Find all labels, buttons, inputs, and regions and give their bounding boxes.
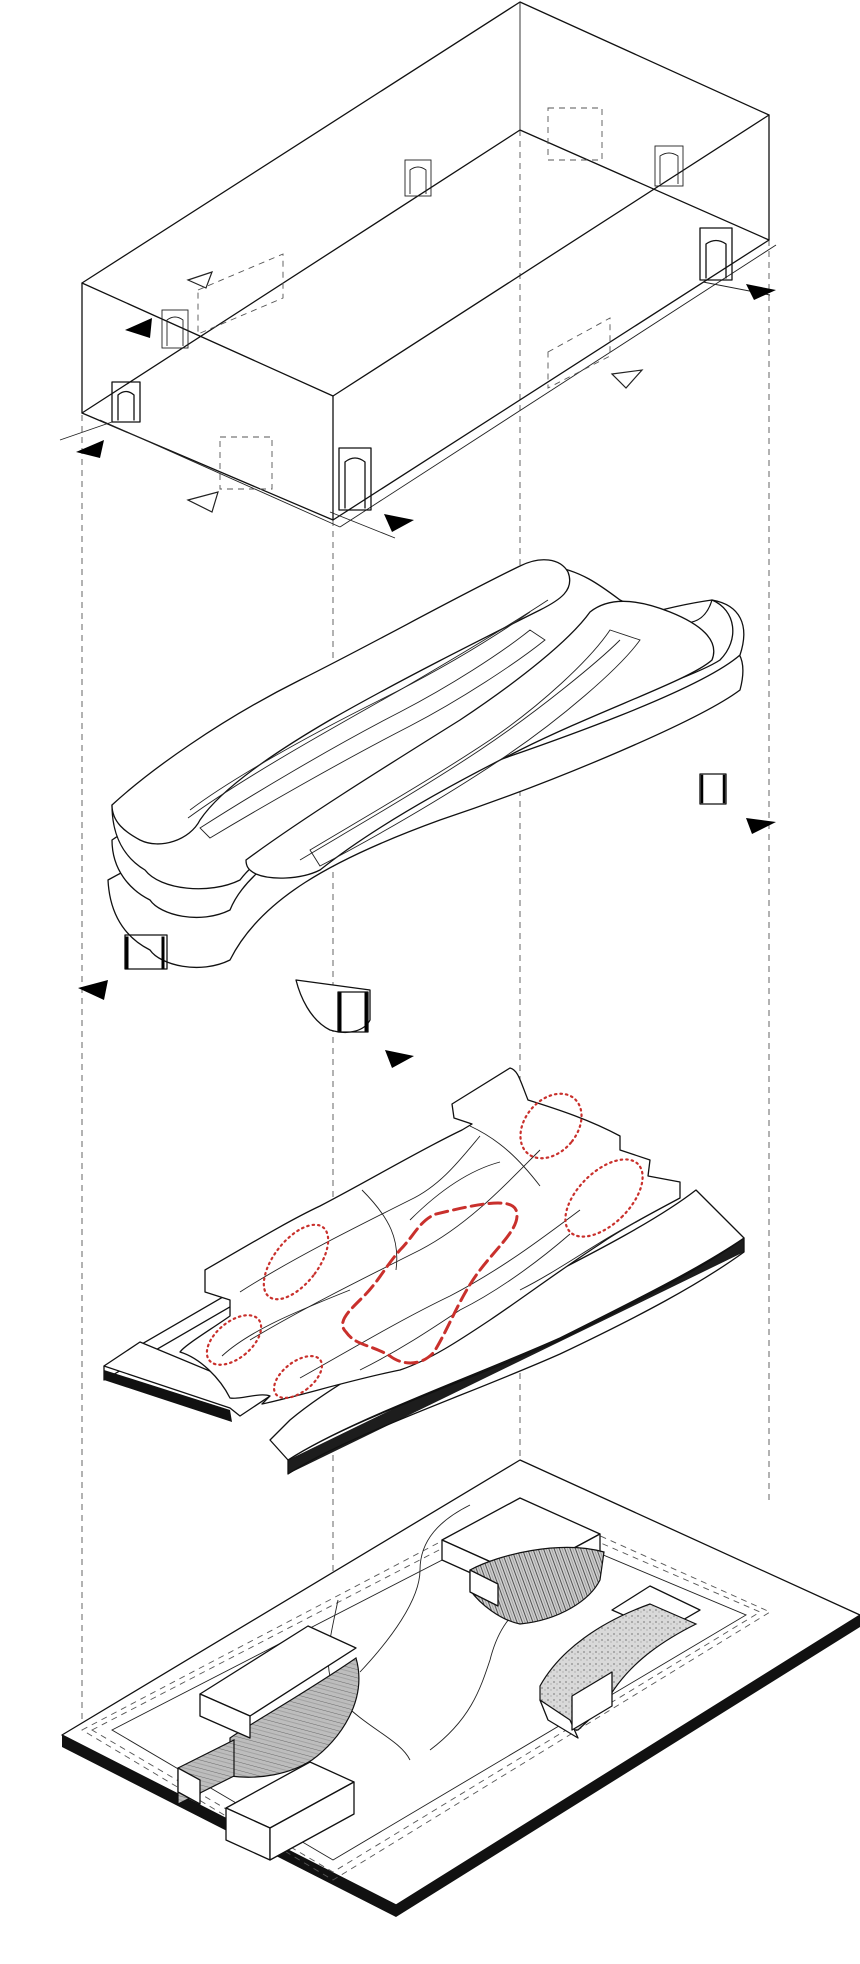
site-block [539,1585,701,1739]
doorway-icon [654,145,684,187]
entry-arrow-icon [746,818,776,834]
doorway-icon [295,979,371,1034]
site-block [177,1625,360,1805]
entry-arrow-icon [125,318,152,338]
site-block [225,1761,355,1861]
stacked-floors [78,559,776,1068]
topographic-surface [103,1067,745,1475]
doorway-icon [404,159,432,197]
entry-arrow-icon [76,440,104,458]
entry-arrow-icon [78,980,108,1000]
open-triangle-icon [610,369,644,389]
entry-arrow-icon [385,1050,414,1068]
open-triangle-icon [186,491,219,513]
entry-arrow-icon [746,284,776,300]
doorway-icon [699,227,733,281]
site-block [441,1497,605,1625]
doorway-icon [111,381,141,423]
doorway-icon [338,447,372,511]
doorway-icon [124,934,168,970]
enclosure-box [59,1,777,539]
doorway-icon [161,309,189,349]
entry-arrow-icon [384,514,414,532]
doorway-icon [699,773,727,805]
site-base-plate [61,1459,860,1917]
open-triangle-icon [186,271,214,289]
